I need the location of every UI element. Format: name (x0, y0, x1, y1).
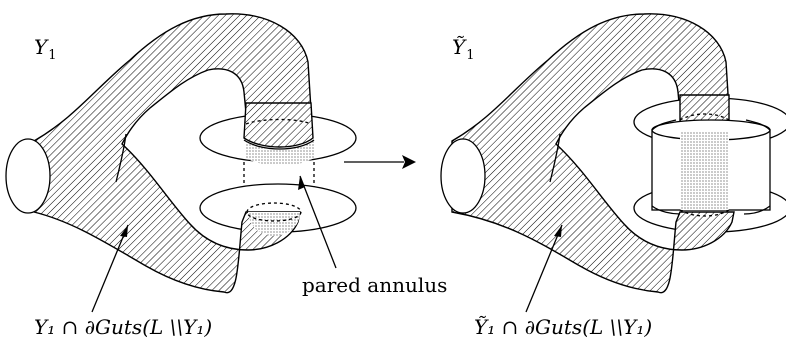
pared-annulus-label: pared annulus (302, 273, 447, 297)
left-figure-name: Y1 (34, 35, 56, 63)
pared-annulus-pointer (299, 175, 337, 269)
right-hatched-surface (451, 13, 735, 294)
left-tube-bottom-rim (246, 202, 302, 222)
pared-annulus-label-group: pared annulus (298, 175, 447, 297)
right-bottom-label: Ỹ₁ ∩ ∂Guts(L \\Y₁) (474, 315, 652, 339)
right-figure-name: Ỹ1 (452, 35, 474, 63)
left-opening (5, 138, 51, 214)
left-figure: Y1 Y₁ ∩ ∂Guts(L \\Y₁) (5, 13, 357, 339)
left-bottom-label: Y₁ ∩ ∂Guts(L \\Y₁) (34, 315, 212, 339)
right-label-pointer (525, 224, 563, 313)
transform-arrow (344, 155, 416, 169)
right-opening (440, 138, 486, 214)
left-label-pointer (91, 224, 129, 313)
right-figure: Ỹ1 Ỹ₁ ∩ ∂Guts(L \\Y₁) (440, 13, 786, 339)
left-hatched-surface (33, 13, 312, 294)
